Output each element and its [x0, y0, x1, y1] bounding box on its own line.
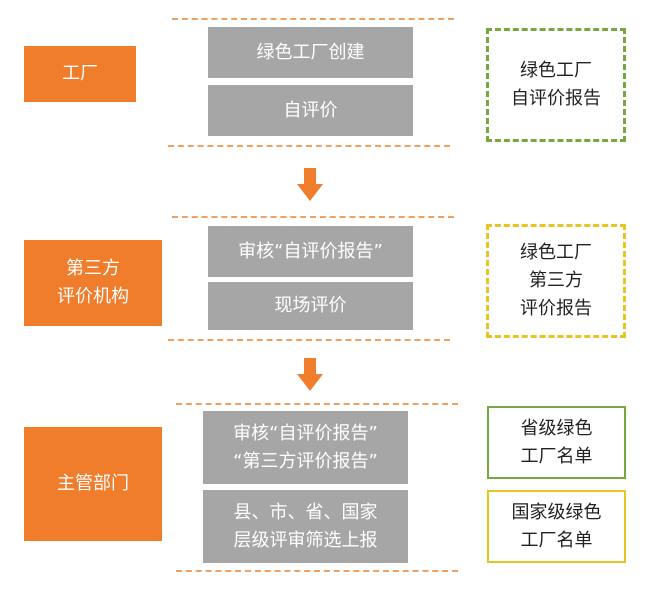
output-line: 省级绿色 [520, 417, 593, 439]
step-hierarchical-review: 县、市、省、国家 层级评审筛选上报 [203, 490, 408, 563]
output-self-evaluation-report: 绿色工厂 自评价报告 [486, 28, 626, 142]
step-label: 绿色工厂创建 [256, 41, 365, 63]
role-label-line: 评价机构 [57, 286, 129, 307]
output-third-party-report: 绿色工厂 第三方 评价报告 [486, 224, 626, 338]
output-line: 国家级绿色 [511, 501, 602, 523]
step-self-evaluation: 自评价 [208, 85, 413, 136]
stage1-top-divider [172, 18, 454, 20]
output-line: 评价报告 [520, 298, 592, 319]
role-label-line: 第三方 [66, 258, 120, 279]
step-review-self-report: 审核“自评价报告” [208, 226, 413, 277]
role-authority-label: 主管部门 [57, 473, 129, 494]
role-factory-label: 工厂 [62, 63, 98, 84]
stage2-top-divider [172, 216, 454, 218]
step-onsite-evaluation: 现场评价 [208, 282, 413, 330]
output-line: 绿色工厂 [520, 242, 592, 263]
stage3-top-divider [176, 403, 458, 405]
stage1-bottom-divider [168, 145, 450, 147]
step-label: 现场评价 [274, 295, 347, 316]
output-line: 工厂名单 [520, 445, 593, 467]
role-third-party-agency: 第三方 评价机构 [24, 240, 162, 326]
stage2-bottom-divider [168, 339, 450, 341]
step-line: “第三方评价报告” [233, 450, 378, 472]
role-factory: 工厂 [24, 46, 136, 102]
output-line: 工厂名单 [520, 529, 593, 551]
step-line: 县、市、省、国家 [233, 501, 378, 523]
output-provincial-list: 省级绿色 工厂名单 [487, 406, 626, 479]
stage3-bottom-divider [176, 570, 458, 572]
output-line: 自评价报告 [511, 88, 601, 109]
step-line: 审核“自评价报告” [233, 422, 378, 444]
step-label: 审核“自评价报告” [238, 240, 383, 262]
step-review-both-reports: 审核“自评价报告” “第三方评价报告” [203, 411, 408, 484]
output-national-list: 国家级绿色 工厂名单 [487, 490, 626, 563]
step-green-factory-creation: 绿色工厂创建 [208, 27, 413, 78]
output-line: 绿色工厂 [520, 60, 592, 81]
down-arrow-icon [297, 168, 323, 201]
step-label: 自评价 [283, 99, 338, 121]
output-line: 第三方 [529, 270, 583, 291]
down-arrow-icon [297, 358, 323, 391]
role-authority: 主管部门 [24, 427, 162, 541]
step-line: 层级评审筛选上报 [233, 529, 378, 551]
